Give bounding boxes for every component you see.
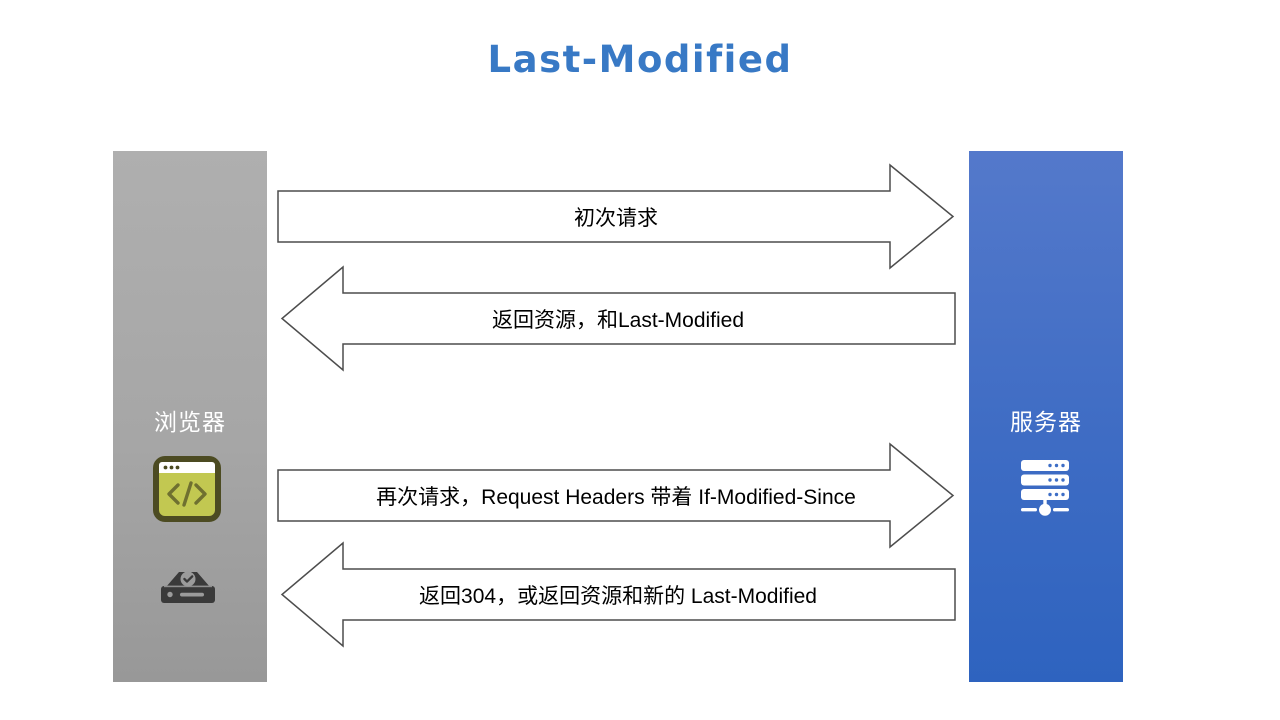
browser-window-icon (152, 455, 222, 528)
arrow-return-resource-label: 返回资源，和Last-Modified (491, 308, 745, 332)
arrow-first-request: 初次请求 (277, 163, 955, 270)
browser-label: 浏览器 (154, 409, 226, 435)
arrow-return-304-label: 返回304，或返回资源和新的 Last-Modified (419, 584, 817, 608)
page-title: Last-Modified (487, 38, 793, 81)
server-label: 服务器 (1010, 409, 1082, 435)
arrow-return-resource: 返回资源，和Last-Modified (280, 265, 956, 372)
arrow-return-304: 返回304，或返回资源和新的 Last-Modified (280, 541, 956, 648)
disk-cache-icon (153, 564, 223, 615)
arrow-first-request-label: 初次请求 (574, 206, 658, 230)
server-rack-icon (1021, 460, 1069, 523)
arrow-second-request-label: 再次请求，Request Headers 带着 If-Modified-Sinc… (376, 485, 856, 509)
server-actor-bar: 服务器 (969, 151, 1123, 682)
arrow-second-request: 再次请求，Request Headers 带着 If-Modified-Sinc… (277, 442, 955, 549)
